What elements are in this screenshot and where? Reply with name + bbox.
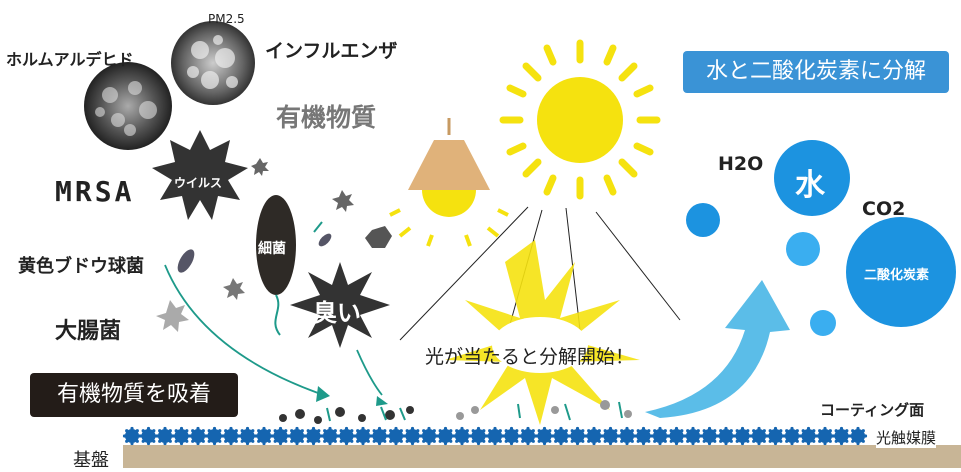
water-co2-banner: 水と二酸化炭素に分解	[683, 51, 949, 93]
film-bead	[584, 426, 604, 446]
film-bead	[782, 426, 802, 446]
film-bead	[254, 426, 274, 446]
film-bead	[634, 426, 653, 446]
coating-surface-label: コーティング面	[820, 401, 925, 419]
virus-icon	[152, 130, 248, 220]
adsorb-arrow	[164, 264, 383, 396]
photocatalyst-film-label: 光触媒膜	[876, 427, 937, 448]
pm25-photo	[171, 21, 255, 105]
film-bead	[518, 426, 538, 446]
film-bead	[139, 426, 158, 446]
film-bead	[304, 426, 323, 446]
film-bead	[683, 426, 703, 446]
bacteria-label: 細菌	[258, 241, 286, 257]
film-bead	[716, 426, 736, 446]
influenza-label: インフルエンザ	[265, 40, 398, 62]
film-bead	[155, 426, 175, 446]
film-bead	[700, 426, 719, 446]
film-bead	[469, 426, 488, 446]
adsorb-banner: 有機物質を吸着	[30, 373, 238, 417]
odor-icon	[290, 262, 390, 348]
ecoli-label: 大腸菌	[55, 319, 122, 344]
lamp-icon	[389, 118, 509, 247]
film-bead	[205, 426, 224, 446]
formaldehyde-label: ホルムアルデヒド	[6, 50, 134, 69]
pm25-label: PM2.5	[208, 12, 245, 26]
film-bead	[815, 426, 835, 446]
substrate-label: 基盤	[73, 450, 109, 471]
film-bead	[188, 426, 208, 446]
film-bead	[320, 426, 340, 446]
film-bead	[452, 426, 472, 446]
film-bead	[271, 426, 290, 446]
virus-label: ウイルス	[174, 176, 223, 190]
surface-particles	[279, 400, 632, 424]
film-bead	[535, 426, 554, 446]
organic-label: 有機物質	[276, 103, 377, 132]
small-virus-icon	[156, 158, 392, 332]
film-bead	[617, 426, 637, 446]
film-bead	[551, 426, 571, 446]
film-bead	[419, 426, 439, 446]
film-bead	[502, 426, 521, 446]
film-bead	[749, 426, 769, 446]
film-bead	[122, 426, 142, 446]
bacteria-icon	[256, 195, 332, 336]
burst-icon	[445, 240, 640, 425]
film-bead	[337, 426, 356, 446]
formaldehyde-photo	[84, 62, 172, 150]
film-bead	[370, 426, 389, 446]
substrate-layer	[123, 445, 961, 468]
film-bead	[287, 426, 307, 446]
mrsa-label: MRSA	[55, 175, 135, 208]
film-bead	[386, 426, 406, 446]
film-bead	[832, 426, 851, 446]
staph-icon	[177, 249, 195, 273]
film-bead	[172, 426, 191, 446]
film-bead	[667, 426, 686, 446]
staph-label: 黄色ブドウ球菌	[18, 256, 144, 277]
film-bead	[650, 426, 670, 446]
water-bubble	[774, 140, 850, 216]
odor-label: 臭い	[313, 299, 361, 327]
film-bead	[733, 426, 752, 446]
bubbles	[686, 140, 956, 336]
film-bead	[238, 426, 257, 446]
film-bead	[568, 426, 587, 446]
water-label: 水	[795, 168, 825, 203]
film-bead	[848, 426, 868, 446]
film-bead	[221, 426, 241, 446]
decompose-label: 光が当たると分解開始！	[425, 346, 635, 368]
film-bead	[799, 426, 818, 446]
co2-label: CO2	[862, 198, 906, 220]
film-bead	[403, 426, 422, 446]
arrow-icon	[645, 280, 790, 418]
film-bead	[485, 426, 505, 446]
h2o-label: H2O	[718, 153, 764, 175]
co2-bubble	[846, 217, 956, 327]
film-bead	[436, 426, 455, 446]
film-bead	[601, 426, 620, 446]
film-bead	[353, 426, 373, 446]
carbon-dioxide-label: 二酸化炭素	[864, 268, 930, 283]
film-bead	[766, 426, 785, 446]
sun-icon	[499, 39, 661, 200]
